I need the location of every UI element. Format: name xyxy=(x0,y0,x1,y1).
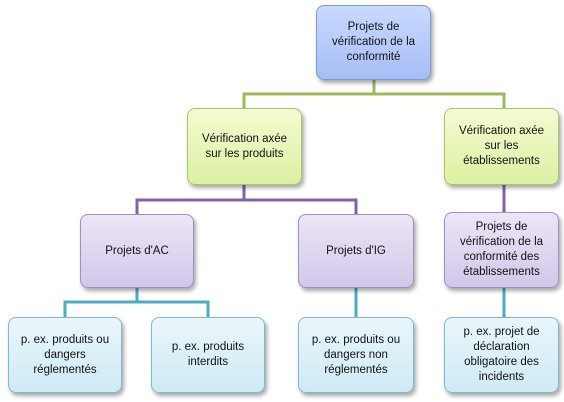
connector-ac-to-examples xyxy=(63,288,210,317)
ig-projects-label: Projets d'IG xyxy=(326,244,386,257)
unregulated-example-label: p. ex. produits ou dangers non réglement… xyxy=(311,333,401,376)
root-node-label: Projets de vérification de la conformité xyxy=(331,21,416,63)
incident-reporting-example-label: p. ex. projet de déclaration obligatoire… xyxy=(463,326,540,383)
prohibited-example-label: p. ex. produits interdits xyxy=(171,341,245,368)
establishments-projects-node: Projets de vérification de la conformité… xyxy=(444,212,559,288)
regulated-example-label: p. ex. produits ou dangers réglementés xyxy=(20,333,110,376)
ac-projects-node: Projets d'AC xyxy=(80,214,194,288)
products-verification-node: Vérification axée sur les produits xyxy=(187,108,302,185)
ig-projects-node: Projets d'IG xyxy=(298,214,414,288)
establishments-verification-label: Vérification axée sur les établissements xyxy=(458,125,545,167)
establishments-verification-node: Vérification axée sur les établissements xyxy=(444,108,559,185)
connector-products-to-projects xyxy=(135,185,358,214)
incident-reporting-example-node: p. ex. projet de déclaration obligatoire… xyxy=(444,317,559,393)
regulated-example-node: p. ex. produits ou dangers réglementés xyxy=(8,317,122,393)
connector-root-to-level1 xyxy=(242,80,506,108)
ac-projects-label: Projets d'AC xyxy=(105,244,169,257)
prohibited-example-node: p. ex. produits interdits xyxy=(151,317,265,393)
unregulated-example-node: p. ex. produits ou dangers non réglement… xyxy=(298,317,414,393)
root-node: Projets de vérification de la conformité xyxy=(316,5,431,80)
products-verification-label: Vérification axée sur les produits xyxy=(201,132,288,160)
establishments-projects-label: Projets de vérification de la conformité… xyxy=(459,221,544,278)
